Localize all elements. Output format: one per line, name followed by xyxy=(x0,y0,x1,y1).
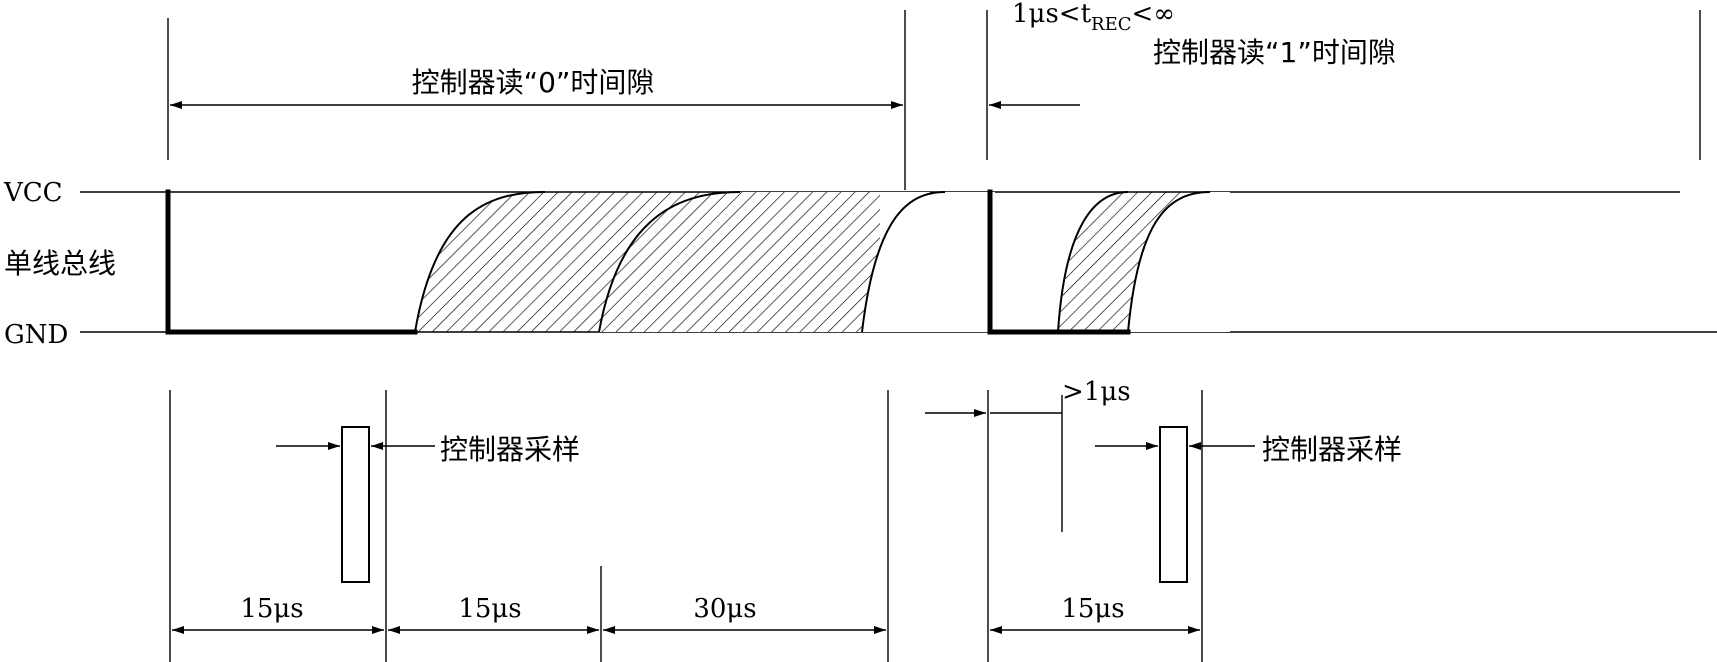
read1-slot-label: 控制器读“1”时间隙 xyxy=(1153,36,1396,69)
label-15us-c: 15μs xyxy=(1061,594,1124,624)
gt1us-label: >1μs xyxy=(1062,377,1131,407)
bus-label: 单线总线 xyxy=(4,247,116,280)
sample-right-label: 控制器采样 xyxy=(1262,433,1402,466)
label-15us-b: 15μs xyxy=(458,594,521,624)
trec-label: 1μs<tREC<∞ xyxy=(1012,0,1175,35)
label-30us: 30μs xyxy=(693,594,756,624)
read0-slot-label: 控制器读“0”时间隙 xyxy=(412,66,655,99)
read0-waveform xyxy=(165,189,995,335)
gnd-label: GND xyxy=(4,320,68,350)
read1-waveform xyxy=(987,189,1230,335)
sample-window-right xyxy=(1159,426,1188,583)
sample-window-left xyxy=(341,426,370,583)
sample-left-label: 控制器采样 xyxy=(440,433,580,466)
reference-lines xyxy=(167,10,1701,662)
vcc-label: VCC xyxy=(3,178,63,208)
label-15us-a: 15μs xyxy=(240,594,303,624)
